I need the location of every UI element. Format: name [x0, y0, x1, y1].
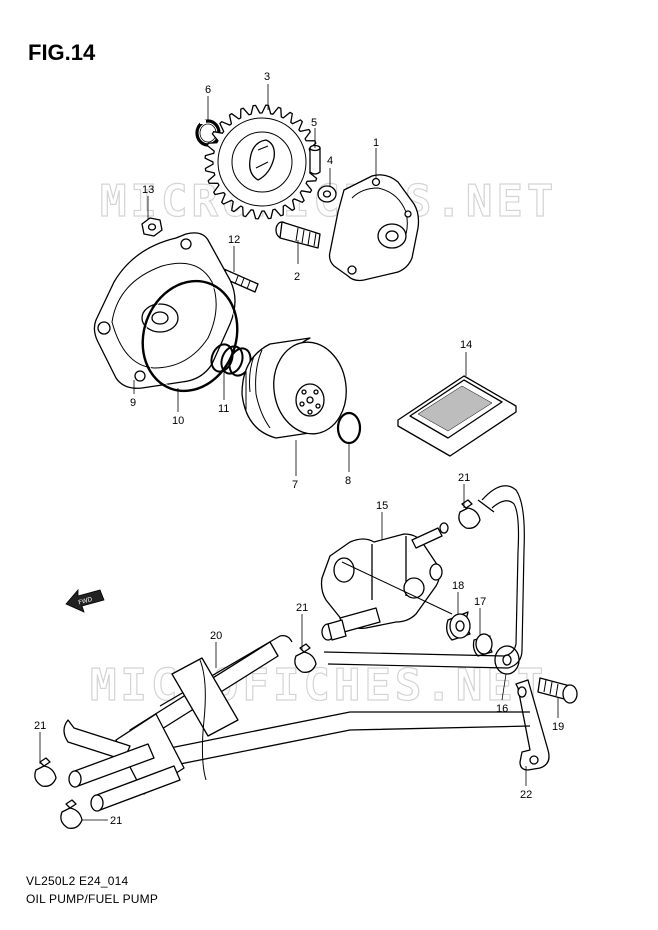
- part-19-bolt: [537, 677, 578, 704]
- part-3-sprocket: [204, 104, 320, 220]
- callout-numbers: 3 6 5 4 1 13 12 2 9 10 11 7 8 14 15 21 1…: [34, 71, 564, 827]
- part-21-clamp-left: [34, 757, 57, 787]
- part-14-filter-element: [397, 375, 517, 457]
- callout-15: 15: [376, 500, 388, 512]
- callout-14: 14: [460, 339, 472, 351]
- callout-3: 3: [264, 71, 270, 83]
- figure-caption: OIL PUMP/FUEL PUMP: [26, 892, 159, 906]
- part-18-grommet: [446, 611, 471, 641]
- figure-code: VL250L2 E24_014: [26, 874, 129, 888]
- part-21-clamp-bottom: [60, 799, 83, 829]
- callout-18: 18: [452, 580, 464, 592]
- part-1-oil-pump: [328, 174, 420, 282]
- fwd-label: FWD: [78, 596, 94, 607]
- callout-21-bottom: 21: [110, 815, 122, 827]
- callout-5: 5: [311, 117, 317, 129]
- part-21-clamp-upper: [458, 499, 481, 529]
- callout-21-left: 21: [34, 720, 46, 732]
- figure-title: FIG.14: [28, 40, 96, 65]
- callout-10: 10: [172, 415, 184, 427]
- callout-17: 17: [474, 596, 486, 608]
- part-13-nut: [141, 217, 163, 237]
- callout-6: 6: [205, 84, 211, 96]
- part-8-o-ring: [336, 411, 362, 445]
- callout-4: 4: [327, 155, 333, 167]
- callout-21-upper: 21: [458, 472, 470, 484]
- part-2-bolt: [275, 221, 321, 249]
- callout-16: 16: [496, 703, 508, 715]
- part-9-filter-cover: [93, 232, 236, 389]
- callout-9: 9: [130, 397, 136, 409]
- callout-21-middle: 21: [296, 602, 308, 614]
- callout-7: 7: [292, 479, 298, 491]
- part-17-collar: [472, 633, 493, 657]
- part-16-washer: [494, 645, 520, 675]
- part-4-washer: [317, 185, 337, 203]
- part-7-oil-filter: [241, 337, 347, 439]
- callout-11: 11: [218, 403, 229, 415]
- part-5-dowel-pin: [309, 144, 321, 175]
- callout-20: 20: [210, 630, 222, 642]
- part-20-hose-assembly: [63, 634, 531, 812]
- callout-22: 22: [520, 789, 532, 801]
- fuel-hose-upper: [323, 485, 525, 669]
- part-22-bracket: [515, 679, 550, 771]
- callout-2: 2: [294, 271, 300, 283]
- callout-19: 19: [552, 721, 564, 733]
- leader-lines: [39, 84, 559, 821]
- fwd-arrow-icon: FWD: [65, 588, 105, 613]
- callout-13: 13: [142, 184, 154, 196]
- part-21-clamp-middle: [294, 643, 317, 673]
- callout-8: 8: [345, 475, 351, 487]
- part-15-fuel-pump: [320, 522, 453, 641]
- callout-1: 1: [373, 137, 379, 149]
- callout-12: 12: [228, 234, 240, 246]
